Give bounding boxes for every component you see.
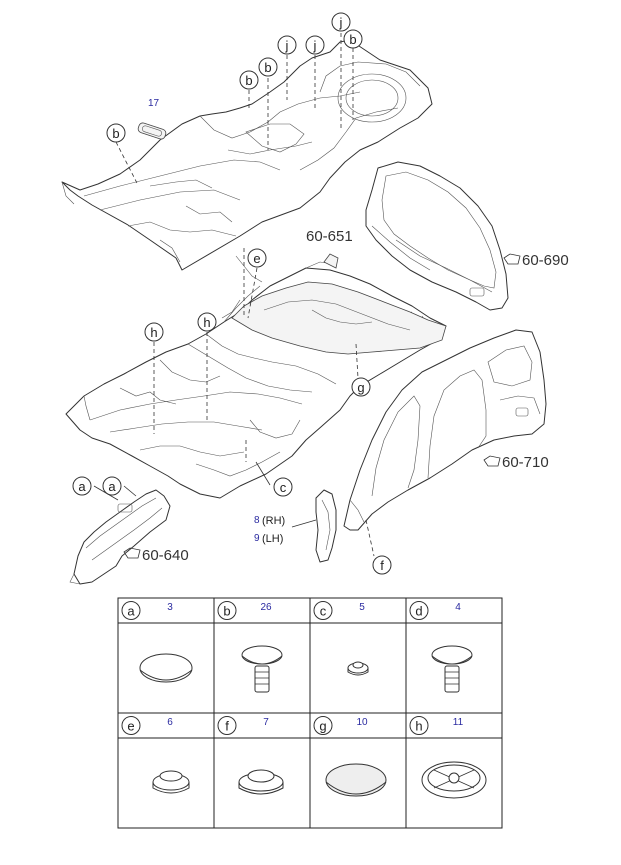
svg-text:60-710: 60-710 [502, 454, 549, 471]
legend-quantity: 6 [167, 717, 173, 728]
front-side-member [69, 489, 171, 585]
svg-text:c: c [280, 480, 287, 495]
legend-quantity: 5 [359, 602, 365, 613]
small-grommet-icon [347, 661, 369, 676]
floor-carpet [61, 39, 433, 271]
leader-lines [93, 33, 375, 557]
large-flat-plug-icon [325, 763, 387, 797]
legend-quantity: 7 [263, 717, 269, 728]
callout-b[interactable]: b [258, 57, 278, 77]
svg-text:a: a [78, 479, 86, 494]
push-clip-fastener-icon [241, 645, 283, 693]
legend-cell-b: b 26 [217, 601, 272, 620]
svg-text:h: h [150, 325, 157, 340]
back-door [365, 161, 509, 311]
legend-letter-circle [217, 716, 237, 735]
svg-text:f: f [380, 558, 384, 573]
large-ribbed-plug-icon [421, 761, 487, 799]
legend-letter-circle [313, 716, 333, 735]
flat-round-plug-icon [139, 653, 193, 683]
svg-text:g: g [357, 380, 364, 395]
legend-letter-circle [313, 601, 333, 620]
ref-60-651[interactable]: 60-651 [306, 228, 353, 245]
legend-letter-circle [409, 601, 429, 620]
callout-c[interactable]: c [273, 477, 293, 497]
legend-cell-h: h 11 [409, 716, 464, 735]
callout-b[interactable]: b [239, 70, 259, 90]
svg-text:j: j [313, 38, 317, 53]
ref-60-640[interactable]: 60-640 [123, 547, 189, 564]
callout-j[interactable]: j [277, 35, 297, 55]
svg-text:b: b [245, 73, 252, 88]
callout-h[interactable]: h [197, 312, 217, 332]
svg-text:60-640: 60-640 [142, 547, 189, 564]
svg-text:j: j [285, 38, 289, 53]
callout-e[interactable]: e [247, 248, 267, 268]
body-side-outer [343, 329, 547, 531]
callout-h[interactable]: h [144, 322, 164, 342]
legend-letter: f [225, 719, 229, 734]
svg-text:60-690: 60-690 [522, 252, 569, 269]
callout-a[interactable]: a [102, 476, 122, 496]
legend-letter: h [415, 719, 422, 734]
callout-j[interactable]: j [331, 12, 351, 32]
svg-text:b: b [264, 60, 271, 75]
svg-text:b: b [349, 32, 356, 47]
part-number-rh: 8 [254, 515, 260, 526]
callout-j[interactable]: j [305, 35, 325, 55]
svg-text:e: e [253, 251, 260, 266]
legend-quantity: 4 [455, 602, 461, 613]
svg-text:60-651: 60-651 [306, 228, 353, 245]
legend-quantity: 11 [453, 717, 464, 728]
rubber-plug-icon [152, 770, 190, 794]
legend-letter: e [127, 719, 134, 734]
legend-letter-circle [409, 716, 429, 735]
rear-floor [231, 253, 447, 355]
ref-60-710[interactable]: 60-710 [483, 454, 549, 471]
legend-letter-circle [217, 601, 237, 620]
rubber-plug-icon [238, 769, 284, 795]
legend-letter: d [415, 604, 422, 619]
part-side-rh: (RH) [262, 515, 285, 527]
svg-text:b: b [112, 126, 119, 141]
legend-letter: c [320, 604, 327, 619]
callout-f[interactable]: f [372, 555, 392, 575]
legend-quantity: 26 [260, 602, 272, 613]
callouts: b b b j j j b e h h g c a a f [72, 12, 392, 575]
svg-text:a: a [108, 479, 116, 494]
side-bracket [315, 489, 337, 563]
part-number-carpet-mat: 17 [148, 98, 160, 109]
ref-60-690[interactable]: 60-690 [503, 252, 569, 269]
legend-letter: b [223, 604, 230, 619]
callout-b[interactable]: b [106, 123, 126, 143]
legend-quantity: 10 [356, 717, 368, 728]
svg-text:h: h [203, 315, 210, 330]
legend-letter-circle [121, 716, 141, 735]
legend-letter-circle [121, 601, 141, 620]
callout-g[interactable]: g [351, 377, 371, 397]
callout-a[interactable]: a [72, 476, 92, 496]
legend-cell-g: g 10 [313, 716, 368, 735]
legend-quantity: 3 [167, 602, 173, 613]
svg-text:j: j [339, 15, 343, 30]
callout-b[interactable]: b [343, 29, 363, 49]
legend-letter: a [127, 604, 135, 619]
legend-letter: g [319, 719, 326, 734]
part-number-lh: 9 [254, 533, 260, 544]
part-side-lh: (LH) [262, 533, 283, 545]
push-clip-fastener-icon [431, 645, 473, 693]
